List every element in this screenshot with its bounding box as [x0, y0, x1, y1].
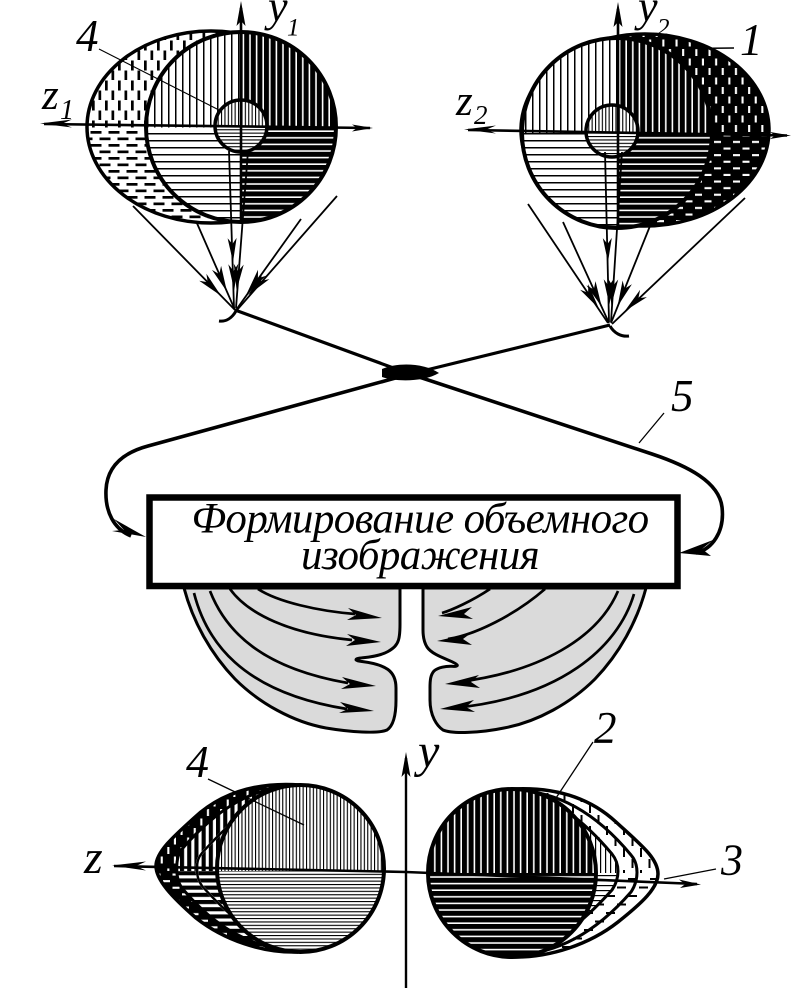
svg-text:3: 3: [720, 836, 743, 885]
svg-text:y: y: [413, 725, 440, 778]
svg-text:1: 1: [287, 15, 300, 42]
svg-text:4: 4: [76, 11, 99, 61]
svg-text:2: 2: [657, 15, 670, 42]
svg-text:1: 1: [60, 95, 74, 126]
svg-text:y: y: [264, 0, 288, 31]
svg-text:z: z: [83, 831, 103, 884]
svg-text:z: z: [455, 78, 473, 125]
svg-text:1: 1: [740, 15, 763, 65]
svg-text:изображения: изображения: [301, 532, 539, 579]
svg-text:2: 2: [474, 100, 488, 130]
svg-text:y: y: [634, 0, 658, 31]
svg-text:4: 4: [186, 736, 209, 787]
svg-text:z: z: [41, 72, 59, 119]
svg-text:2: 2: [594, 703, 617, 753]
svg-text:Формирование объемного: Формирование объемного: [191, 496, 648, 543]
svg-text:5: 5: [671, 371, 694, 421]
